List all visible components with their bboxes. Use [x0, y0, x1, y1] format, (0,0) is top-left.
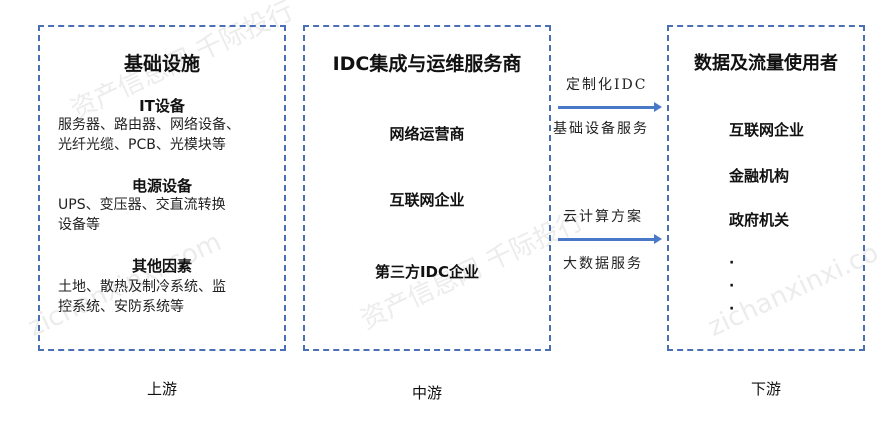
desc-line: 土地、散热及制冷系统、监	[58, 279, 226, 295]
midstream-box: IDC集成与运维服务商 网络运营商 互联网企业 第三方IDC企业	[303, 25, 551, 351]
desc-line: 控系统、安防系统等	[58, 299, 184, 315]
downstream-title: 数据及流量使用者	[694, 53, 838, 74]
upstream-box: 基础设施 IT设备 服务器、路由器、网络设备、光纤光缆、PCB、光模块等 电源设…	[38, 25, 286, 351]
section-desc: UPS、变压器、交直流转换设备等	[58, 195, 280, 235]
downstream-item: 互联网企业	[729, 121, 805, 139]
section-heading: IT设备	[139, 97, 185, 115]
ellipsis-dot: ·	[729, 255, 735, 271]
desc-line: 服务器、路由器、网络设备、	[58, 117, 240, 133]
desc-line: 设备等	[58, 217, 100, 233]
arrow-label-above: 云计算方案	[563, 209, 643, 225]
stage-label-downstream: 下游	[750, 380, 781, 398]
stage-label-midstream: 中游	[411, 384, 442, 402]
desc-line: UPS、变压器、交直流转换	[58, 197, 226, 213]
downstream-item: 金融机构	[729, 167, 790, 185]
arrow-right-icon	[558, 234, 662, 244]
section-desc: 服务器、路由器、网络设备、光纤光缆、PCB、光模块等	[58, 115, 280, 155]
ellipsis-dot: ·	[729, 301, 735, 317]
ellipsis-dot: ·	[729, 278, 735, 294]
arrow-label-below: 基础设备服务	[553, 121, 649, 137]
desc-line: 光纤光缆、PCB、光模块等	[58, 137, 226, 153]
downstream-box: 数据及流量使用者 互联网企业 金融机构 政府机关 · · ·	[667, 25, 865, 351]
downstream-item: 政府机关	[729, 211, 790, 229]
arrow-label-above: 定制化IDC	[566, 77, 648, 93]
section-heading: 电源设备	[131, 177, 192, 195]
section-desc: 土地、散热及制冷系统、监控系统、安防系统等	[58, 277, 280, 317]
section-heading: 其他因素	[131, 257, 192, 275]
arrow-label-below: 大数据服务	[563, 256, 643, 272]
upstream-title: 基础设施	[123, 53, 200, 75]
stage-label-upstream: 上游	[146, 380, 177, 398]
midstream-title: IDC集成与运维服务商	[332, 53, 522, 75]
midstream-item: 网络运营商	[389, 125, 465, 143]
arrow-right-icon	[558, 102, 662, 112]
midstream-item: 第三方IDC企业	[374, 263, 480, 281]
midstream-item: 互联网企业	[389, 191, 465, 209]
